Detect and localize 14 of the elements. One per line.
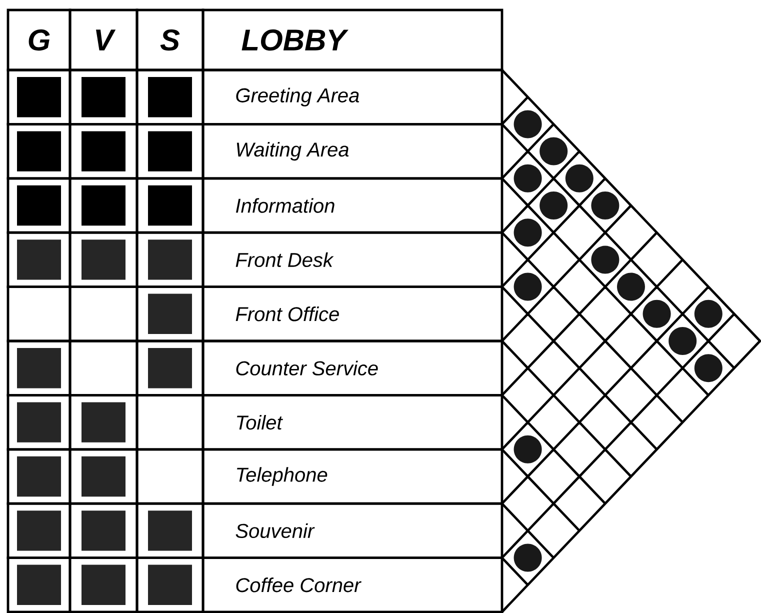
room-name: Waiting Area bbox=[202, 123, 504, 180]
room-name: Information bbox=[202, 177, 504, 234]
room-name: Coffee Corner bbox=[202, 556, 504, 613]
column-header: S bbox=[136, 8, 204, 72]
room-name: Greeting Area bbox=[202, 68, 504, 126]
column-header: V bbox=[68, 8, 138, 72]
room-name: Front Office bbox=[202, 286, 504, 342]
room-name: Counter Service bbox=[202, 340, 504, 396]
room-name: Toilet bbox=[202, 394, 504, 451]
room-name: Front Desk bbox=[202, 231, 504, 288]
column-header: G bbox=[6, 8, 72, 72]
room-name: Souvenir bbox=[202, 502, 504, 559]
room-name: Telephone bbox=[202, 448, 504, 505]
column-header: LOBBY bbox=[202, 8, 504, 72]
